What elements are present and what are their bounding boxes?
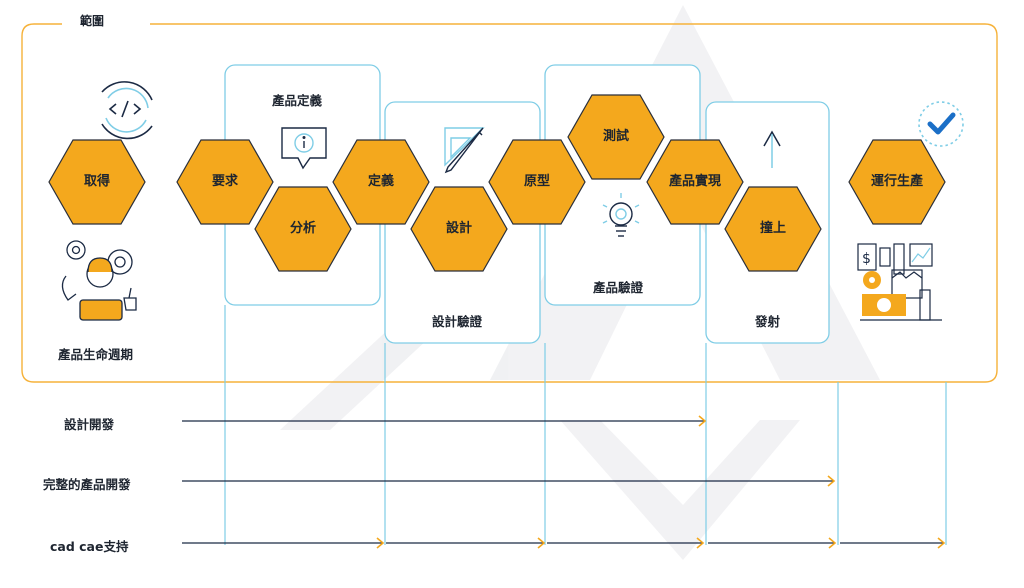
group-label-release: 發射 xyxy=(755,314,781,329)
group-label-product-definition: 產品定義 xyxy=(272,93,323,108)
hex-realization xyxy=(646,139,744,225)
lightbulb-gear-icon xyxy=(602,193,640,237)
hex-operation xyxy=(848,139,946,225)
hex-operation-label: 運行生產 xyxy=(870,174,923,189)
hex-definition xyxy=(332,139,430,225)
row-label-design-dev: 設計開發 xyxy=(64,417,115,432)
hex-requirements-label: 要求 xyxy=(211,174,238,189)
row-label-full-dev: 完整的產品開發 xyxy=(43,477,131,492)
info-bubble-icon xyxy=(281,127,327,170)
hex-analysis xyxy=(254,186,352,272)
hex-acquire-label: 取得 xyxy=(83,174,110,189)
hex-acquire xyxy=(48,139,146,225)
lifecycle-label: 產品生命週期 xyxy=(58,347,134,362)
arrowheads xyxy=(376,415,946,549)
group-label-design-verification: 設計驗證 xyxy=(432,314,483,329)
support-agent-icon xyxy=(61,240,137,321)
hex-requirements xyxy=(176,139,274,225)
up-arrow-icon xyxy=(763,130,781,168)
row-label-cad-support: cad cae支持 xyxy=(50,539,129,554)
code-sync-icon xyxy=(101,81,153,140)
group-label-product-verification: 產品驗證 xyxy=(593,280,644,295)
hex-test-label: 測試 xyxy=(602,129,629,144)
hex-realization-label: 產品實現 xyxy=(668,174,721,189)
hex-launch xyxy=(724,186,822,272)
scope-label: 範圍 xyxy=(80,14,105,28)
ruler-pencil-icon xyxy=(444,127,485,174)
hex-prototype-label: 原型 xyxy=(523,174,550,189)
scope-frame xyxy=(21,23,998,383)
hex-prototype xyxy=(488,139,586,225)
hex-design xyxy=(410,186,508,272)
svg-text:$: $ xyxy=(862,251,871,267)
factory-money-icon: $ xyxy=(857,243,942,321)
hex-test xyxy=(567,94,665,180)
hex-design-label: 設計 xyxy=(445,221,472,236)
phase-dividers xyxy=(224,305,947,545)
check-circle-icon xyxy=(918,101,964,147)
hex-analysis-label: 分析 xyxy=(289,221,316,236)
hex-definition-label: 定義 xyxy=(367,174,394,189)
hex-launch-label: 撞上 xyxy=(759,221,786,236)
